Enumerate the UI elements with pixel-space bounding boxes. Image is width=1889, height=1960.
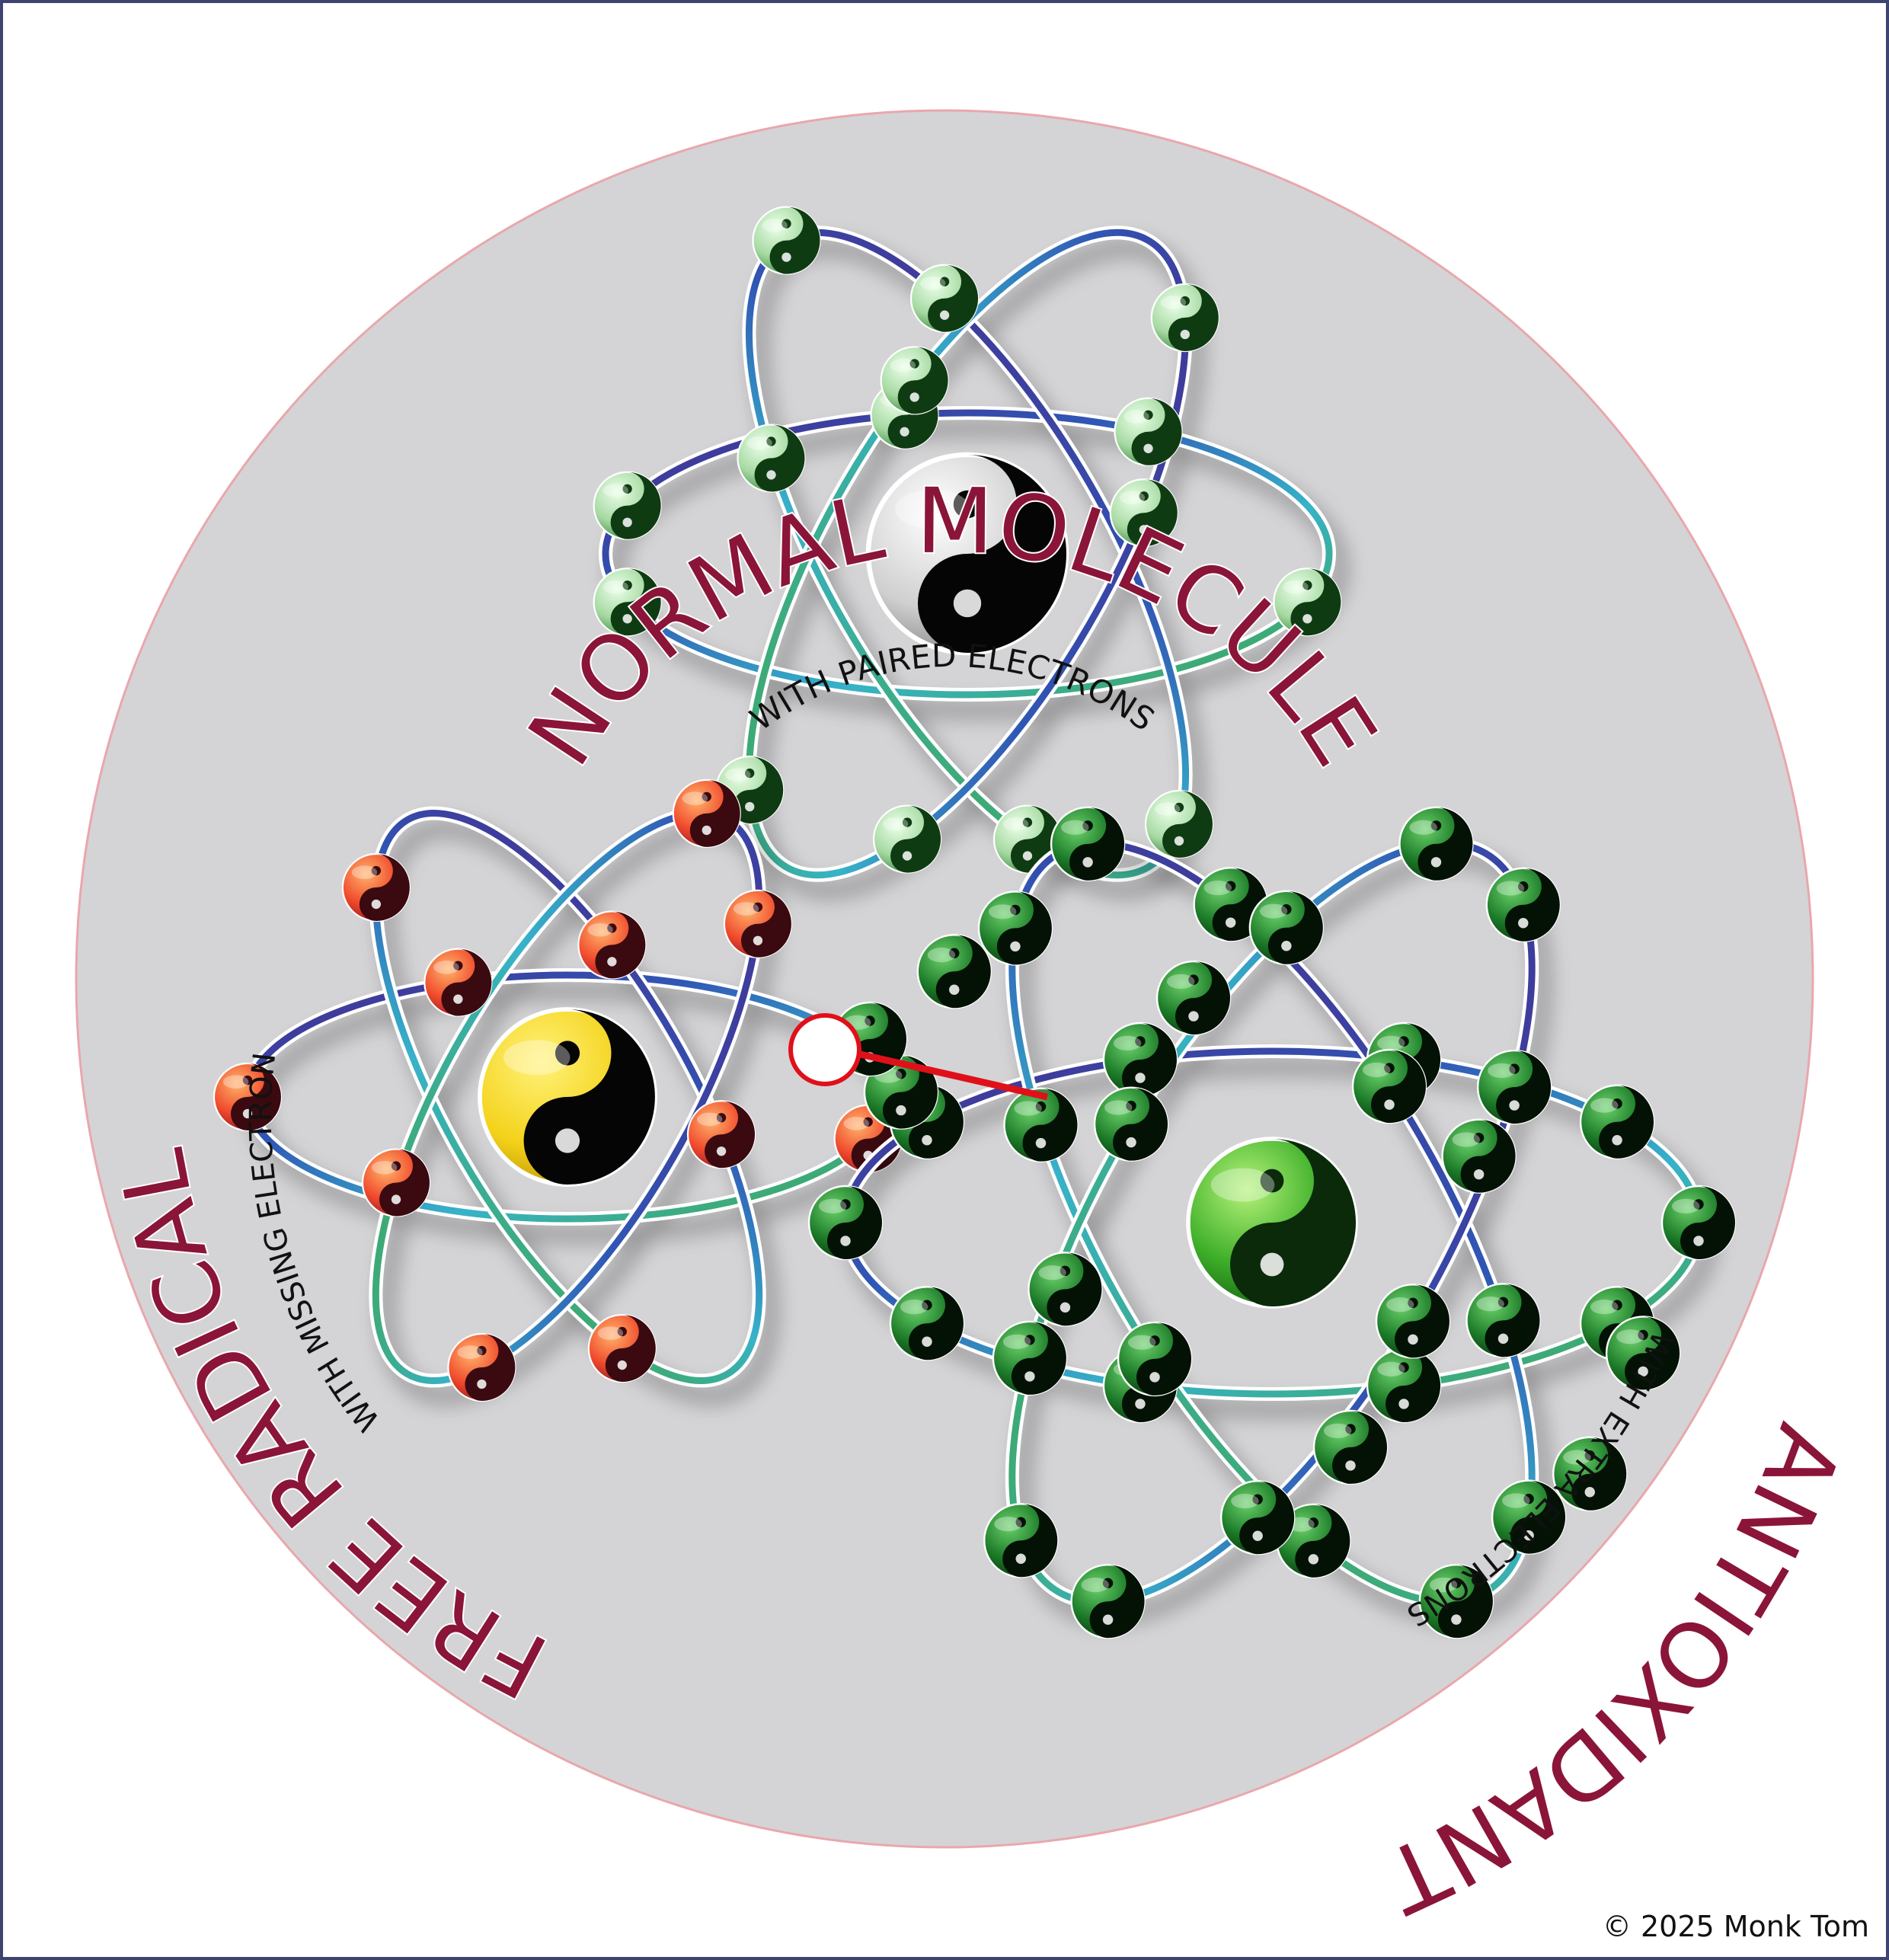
electron-19 bbox=[1465, 1283, 1541, 1358]
electron-10 bbox=[1150, 283, 1219, 353]
electron-25 bbox=[1398, 806, 1474, 882]
electron-7 bbox=[1144, 789, 1214, 859]
antioxidant-atom bbox=[807, 806, 1737, 1639]
electron-4 bbox=[593, 568, 662, 637]
radical-nucleus-icon bbox=[478, 1007, 657, 1187]
electron-11 bbox=[577, 910, 647, 980]
normal-nucleus-icon bbox=[865, 452, 1069, 656]
electron-7 bbox=[723, 889, 793, 958]
electron-31 bbox=[1552, 1436, 1628, 1511]
electron-8 bbox=[447, 1332, 516, 1402]
electron-23 bbox=[1093, 1086, 1169, 1162]
electron-15 bbox=[1109, 478, 1178, 548]
electron-37 bbox=[1441, 1118, 1517, 1194]
electron-6 bbox=[807, 1185, 884, 1261]
electron-3 bbox=[1273, 568, 1342, 637]
electron-3 bbox=[213, 1062, 283, 1132]
orbit-ring-1 bbox=[602, 409, 1333, 699]
electron-30 bbox=[1070, 1563, 1146, 1639]
electron-5 bbox=[587, 1313, 657, 1383]
orbit-ring-2 bbox=[372, 810, 763, 1384]
electron-28 bbox=[1375, 1284, 1451, 1359]
missing-electron-hole bbox=[788, 1013, 861, 1086]
electron-14 bbox=[1003, 1087, 1079, 1162]
electron-4 bbox=[686, 1100, 756, 1169]
electron-3 bbox=[1366, 1348, 1442, 1424]
electron-14 bbox=[752, 206, 821, 275]
electron-8 bbox=[1102, 1022, 1178, 1098]
electron-33 bbox=[1028, 1252, 1103, 1327]
electron-11 bbox=[872, 804, 942, 874]
electron-1 bbox=[424, 948, 493, 1017]
electron-9 bbox=[737, 424, 806, 493]
electron-13 bbox=[880, 346, 949, 415]
electron-36 bbox=[1155, 960, 1232, 1036]
electron-24 bbox=[1248, 890, 1325, 965]
electron-22 bbox=[992, 1320, 1068, 1396]
electron-6 bbox=[341, 852, 411, 922]
electron-12 bbox=[1276, 1503, 1351, 1579]
electron-6 bbox=[909, 264, 980, 333]
electron-9 bbox=[361, 1148, 431, 1217]
electron-16 bbox=[1050, 806, 1126, 882]
electron-2 bbox=[1114, 397, 1183, 466]
electron-1 bbox=[1660, 1185, 1737, 1261]
electron-11 bbox=[1418, 1563, 1494, 1639]
electron-35 bbox=[916, 934, 992, 1009]
electron-10 bbox=[1579, 1084, 1655, 1159]
electron-5 bbox=[889, 1286, 965, 1361]
electron-29 bbox=[1219, 1480, 1296, 1556]
electron-10 bbox=[672, 779, 741, 849]
copyright-text: © 2025 Monk Tom bbox=[1602, 1910, 1869, 1943]
transfer-line bbox=[829, 1044, 1049, 1101]
electron-20 bbox=[1491, 1479, 1567, 1555]
electron-transfer bbox=[788, 1013, 1049, 1101]
electron-15 bbox=[977, 890, 1053, 966]
antioxidant-nucleus-icon bbox=[1186, 1137, 1358, 1309]
electron-27 bbox=[1476, 1049, 1552, 1125]
orbit-ring-3 bbox=[746, 229, 1189, 879]
electron-18 bbox=[1351, 1048, 1427, 1124]
electron-13 bbox=[1117, 1321, 1193, 1397]
electron-5 bbox=[593, 471, 662, 540]
electron-21 bbox=[983, 1503, 1059, 1578]
electron-38 bbox=[1605, 1316, 1681, 1391]
electron-26 bbox=[1485, 867, 1561, 942]
free-radical-atom bbox=[213, 779, 903, 1402]
electron-32 bbox=[1312, 1409, 1389, 1485]
normal-molecule-atom bbox=[593, 206, 1342, 882]
